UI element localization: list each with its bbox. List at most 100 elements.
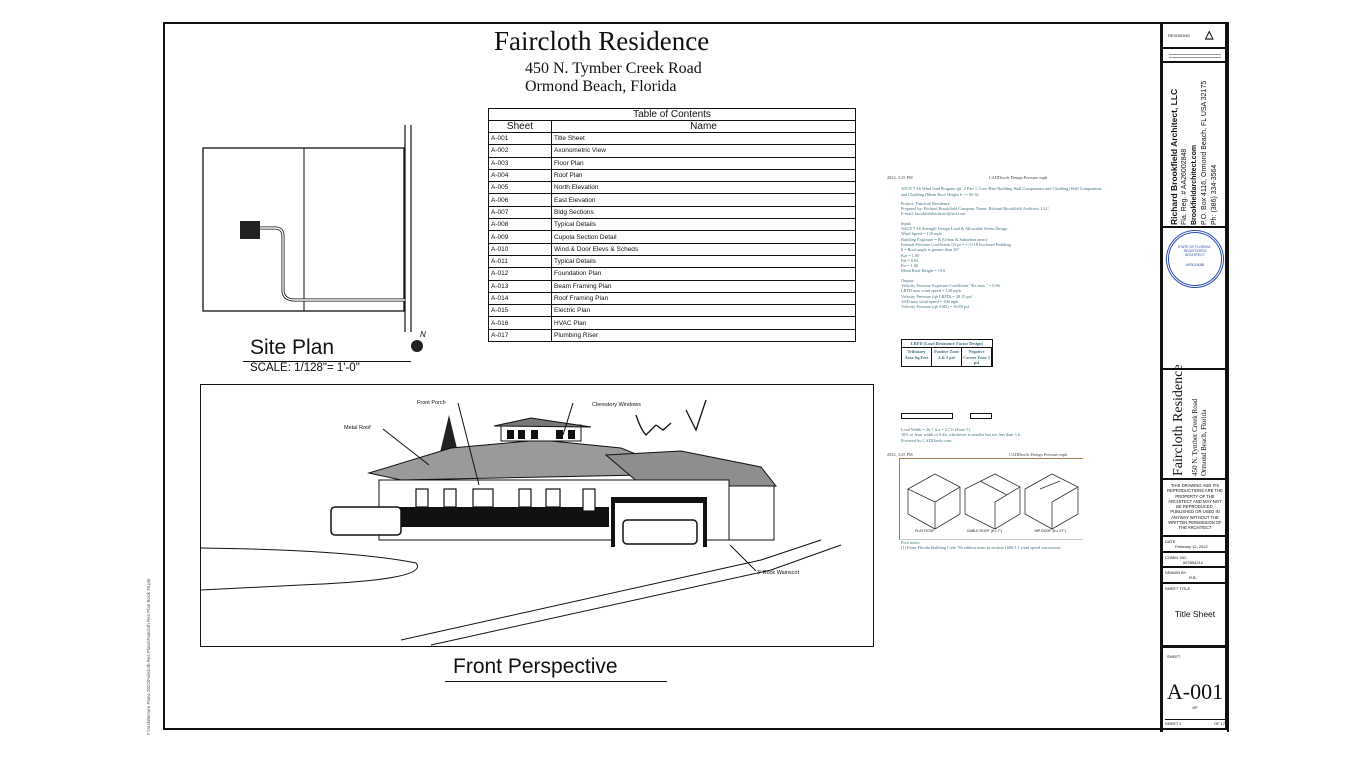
house-footprint: [240, 221, 260, 239]
roof-types-diagram: [899, 458, 1083, 540]
architect-seal: STATE OF FLORIDA · REGISTERED ARCHITECT …: [1166, 230, 1224, 288]
toc-name-cell: North Elevation: [551, 181, 856, 195]
sheet-of-label: OF: [1192, 705, 1198, 710]
lrfd-col-header: Positive Zone 4 & 5 psf: [932, 348, 962, 367]
footnote-label: Foot notes:: [901, 540, 921, 545]
toc-sheet-cell: A-004: [488, 168, 552, 183]
seal-number: AR0014088: [1185, 263, 1205, 267]
wind-line: Velocity Pressure (qh LRFD) = 28.15 psf: [901, 293, 972, 299]
sheet-label: SHEET: [1167, 654, 1181, 659]
wind-line: ASD max wind speed = 108 mph: [901, 298, 959, 304]
architect-web: Brookfieldarchitect.com: [1191, 144, 1198, 225]
toc-name-cell: Cupola Section Detail: [551, 230, 856, 244]
comm-label: COMM. NO.: [1165, 555, 1187, 560]
drawn-by-value: R.B.: [1189, 575, 1197, 580]
tb-project-address1: 450 N. Tymber Creek Road: [1191, 398, 1199, 476]
wind-header-right: CADDtools Design Pressure mph: [988, 175, 1047, 180]
front-perspective-frame: [200, 384, 874, 647]
toc-name-cell: Roof Framing Plan: [551, 291, 856, 306]
north-label: N: [420, 330, 426, 339]
toc-sheet-cell: A-013: [488, 279, 552, 293]
lrfd-table-head: LRFD (Load Resistance Factor Design): [902, 340, 992, 349]
front-perspective-drawing: [201, 399, 842, 646]
toc-sheet-cell: A-003: [488, 156, 552, 170]
toc-col-sheet: Sheet: [488, 120, 552, 133]
site-plan-title: Site Plan: [250, 336, 335, 359]
wind-line: LRFD max wind speed = 130 mph: [901, 288, 961, 294]
lrfd-col-header: Tributary Area Sq.Feet: [902, 348, 932, 367]
wind-project: Project: Faircloth Residence: [901, 200, 950, 206]
wind-header2-right: CADDtools Design Pressure mph: [1008, 452, 1067, 457]
file-path-note: F:\Architecture Plans 2022\Faircloth Res…: [146, 578, 151, 735]
site-plan-drawing: [202, 125, 412, 332]
toc-sheet-cell: A-017: [488, 328, 552, 343]
toc-sheet-cell: A-001: [488, 131, 552, 146]
copyright-notice: THIS DRAWING AND ITS REPRODUCTIONS ARE T…: [1167, 483, 1223, 531]
wind-header-left: 2022, 3:25 PM: [887, 175, 913, 180]
wind-load-calculation: 2022, 3:25 PM CADDtools Design Pressure m…: [887, 175, 1102, 314]
date-value: February 12, 2022: [1175, 544, 1208, 549]
roof-type-label: HIP ROOF (θ ≤ 27°): [1034, 529, 1066, 533]
lrfd-table: LRFD (Load Resistance Factor Design) Tri…: [901, 339, 993, 368]
toc-name-cell: Title Sheet: [551, 131, 856, 146]
toc-row: A-015 Electric Plan: [488, 304, 856, 318]
wind-header2-left: 2022, 3:25 PM: [887, 452, 913, 457]
wind-line: Kzt = 1.00: [901, 252, 920, 258]
toc-name-cell: Roof Plan: [551, 168, 856, 183]
toc-sheet-cell: A-010: [488, 242, 552, 256]
wind-line: ASCE 7-16 Strength Design Load & Allowab…: [901, 226, 1008, 232]
toc-name-cell: Axonometric View: [551, 144, 856, 158]
wind-line: Velocity Pressure (qh ASD) = 16.89 psf: [901, 304, 970, 310]
drawn-by-label: DRAWN BY: [1165, 570, 1187, 575]
toc-name-cell: East Elevation: [551, 193, 856, 207]
wind-line: Mean Roof Height = 19.6: [901, 268, 946, 274]
wind-powered-by: Powered by CADDtools.com: [901, 437, 952, 443]
wind-output-label: Output:: [901, 277, 915, 283]
toc-name-cell: Floor Plan: [551, 156, 856, 170]
architect-name: Richard Brookfield Architect, LLC: [1169, 88, 1179, 225]
toc-sheet-cell: A-011: [488, 254, 552, 269]
toc-sheet-cell: A-016: [488, 316, 552, 330]
comm-value: #07854212: [1183, 560, 1204, 565]
project-title: Faircloth Residence: [494, 26, 710, 56]
toc-sheet-cell: A-014: [488, 291, 552, 306]
architect-address: P.O. Box 4116, Ormond Beach, FL USA 3217…: [1201, 80, 1208, 225]
toc-sheet-cell: A-009: [488, 230, 552, 244]
toc-sheet-cell: A-005: [488, 181, 552, 195]
toc-sheet-cell: A-008: [488, 218, 552, 232]
revisions-label: REVISIONS: [1168, 33, 1190, 38]
wind-intro: ASCE 7-16 Wind load Program (pt. 2 Part …: [901, 186, 1102, 197]
wind-line: Ke = 1.00: [901, 263, 919, 269]
wind-prepared: Prepared by: Richard Brookfield Company …: [901, 206, 1049, 212]
toc-sheet-cell: A-007: [488, 205, 552, 220]
architect-phone: Ph: (386) 334-3564: [1211, 164, 1218, 225]
wind-line: Internal Pressure Coefficient GCpi = +/-…: [901, 241, 1011, 247]
tb-project-address2: Ormond Beach, Florida: [1200, 409, 1208, 476]
toc-name-cell: Beam Framing Plan: [551, 279, 856, 293]
wind-line: Wind Speed = 130 mph: [901, 231, 942, 237]
toc-name-cell: Typical Details: [551, 254, 856, 269]
sheet-number: A-001: [1166, 679, 1224, 704]
architect-reg: Fla. Reg. # AA26002848: [1181, 148, 1188, 225]
north-arrow-icon: [411, 340, 423, 352]
sheet-title-label: SHEET TITLE: [1165, 586, 1191, 591]
roof-type-label: GABLE ROOF (θ ≤ 7°): [966, 529, 1003, 533]
toc-name-cell: Wind.& Door Elevs & Scheds: [551, 242, 856, 256]
project-address-line2: Ormond Beach, Florida: [525, 78, 677, 95]
toc-name-cell: Electric Plan: [551, 304, 856, 318]
project-address-line1: 450 N. Tymber Creek Road: [525, 60, 702, 77]
